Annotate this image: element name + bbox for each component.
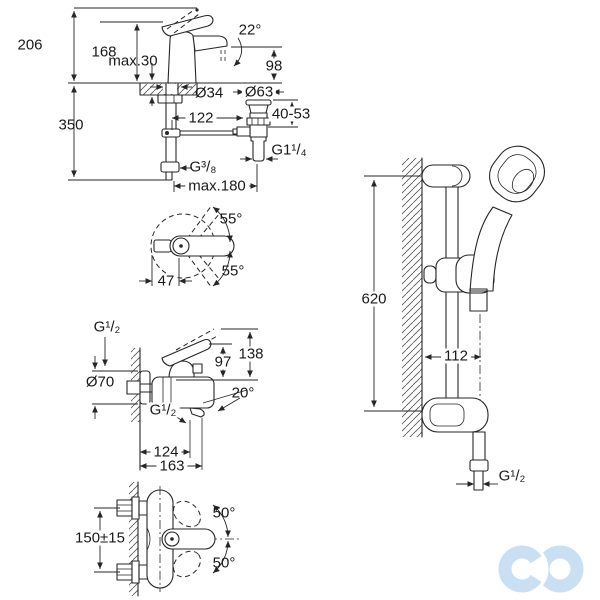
- dim-label-rod-offset: 122: [185, 110, 217, 126]
- basin-mixer-top-view: [139, 204, 235, 289]
- dim-label-rail-length: 620: [358, 291, 390, 307]
- dim-label-swing-upper: 55°: [219, 210, 243, 228]
- dim-label-bath-swing-upper: 50°: [212, 504, 236, 522]
- store-watermark-logo: [495, 542, 584, 596]
- dim-label-waste-range: 40-53: [268, 106, 314, 122]
- dim-label-lever-offset: 47: [154, 273, 178, 289]
- basin-mixer-front-view: [68, 7, 298, 192]
- dim-label-bath-swing-lower: 50°: [212, 554, 236, 572]
- dim-label-supply-length: 350: [58, 116, 84, 134]
- dim-label-outlet-thread: G¹/₂: [146, 402, 180, 418]
- dim-label-waste-diameter: Ø63: [241, 84, 277, 100]
- dim-label-spout-angle: 22°: [238, 21, 262, 39]
- dim-label-bath-spout-angle: 20°: [231, 384, 255, 402]
- dim-label-connection-spacing: 150±15: [72, 530, 128, 546]
- wall-hatch: [129, 482, 138, 596]
- dim-label-hose-thread: G¹/₂: [498, 467, 526, 485]
- dim-label-height-lever: 97: [211, 354, 235, 370]
- bath-mixer-top-view: [94, 481, 240, 597]
- dim-label-supply-thread: G³/₈: [189, 158, 217, 176]
- dim-label-total-height: 206: [17, 36, 43, 54]
- dim-label-wall-thread: G¹/₂: [93, 318, 121, 336]
- dim-label-waste-thread: G1¹/₄: [271, 141, 307, 159]
- dim-label-shank-diameter: Ø34: [194, 84, 224, 102]
- logo-left-ring: [498, 545, 546, 593]
- wall-hatch: [402, 158, 422, 437]
- dim-label-swing-lower: 55°: [221, 262, 245, 280]
- dim-label-spout-reach: 163: [156, 458, 188, 474]
- dim-label-height-total: 138: [235, 346, 267, 362]
- dim-label-spout-height: 98: [262, 58, 286, 74]
- dim-label-handle-height: 168: [91, 43, 117, 61]
- dim-label-spout-center: 124: [150, 444, 182, 460]
- shower-rail-set-view: [364, 145, 545, 491]
- dim-label-wall-offset: 112: [441, 348, 471, 364]
- dim-label-deck-thickness: max.30: [108, 52, 158, 70]
- dim-label-escutcheon-diameter: Ø70: [82, 374, 118, 390]
- dim-label-max-reach: max.180: [185, 178, 249, 194]
